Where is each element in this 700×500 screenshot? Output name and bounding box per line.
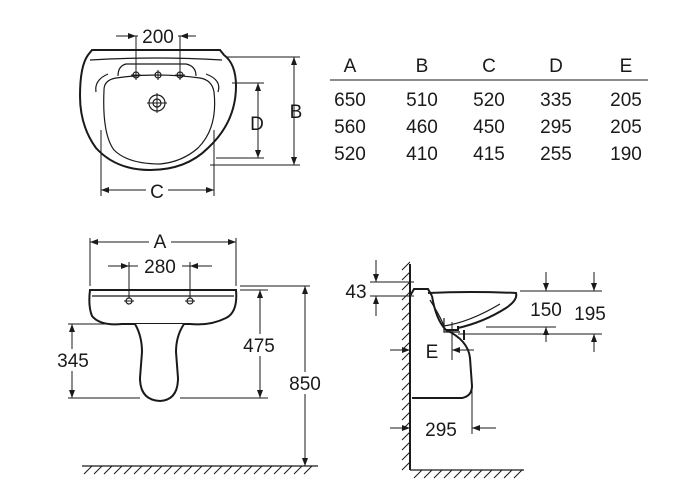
dim-295: 295	[390, 386, 496, 441]
table-cell: 190	[610, 144, 642, 165]
dim-280-label: 280	[144, 257, 176, 278]
dim-195: 195	[458, 272, 606, 352]
dimension-table: A B C D E 650 510 520 335 205 560 460 45…	[330, 56, 648, 165]
dim-a-label: A	[154, 232, 167, 253]
dim-c-width: C	[100, 130, 215, 203]
table-header-b: B	[416, 56, 429, 77]
table-cell: 295	[540, 117, 572, 138]
table-cell: 520	[473, 90, 505, 111]
table-cell: 205	[610, 90, 642, 111]
table-cell: 520	[334, 144, 366, 165]
table-cell: 460	[406, 117, 438, 138]
table-header-e: E	[620, 56, 633, 77]
table-cell: 410	[406, 144, 438, 165]
dim-345-pedestal: 345	[52, 323, 140, 399]
table-cell: 450	[473, 117, 505, 138]
top-view-drain	[147, 93, 167, 113]
table-header-d: D	[549, 56, 563, 77]
dim-850-total: 850	[240, 285, 326, 466]
dim-195-label: 195	[574, 304, 606, 325]
dim-475-label: 475	[243, 336, 275, 357]
dim-345-label: 345	[57, 351, 89, 372]
dim-43: 43	[345, 260, 414, 316]
side-floor	[410, 469, 524, 479]
dim-e: E	[390, 322, 474, 363]
dim-b-label: B	[290, 102, 303, 123]
dim-200-tap-spacing: 200	[116, 26, 196, 70]
dim-150: 150	[486, 272, 562, 342]
dim-295-label: 295	[425, 420, 457, 441]
table-cell: 560	[334, 117, 366, 138]
side-view-pedestal	[412, 329, 474, 399]
dim-e-label: E	[426, 342, 439, 363]
dim-43-label: 43	[345, 282, 366, 303]
table-cell: 205	[610, 117, 642, 138]
top-view-basin	[78, 49, 238, 172]
dim-d-label: D	[250, 114, 264, 135]
dim-c-label: C	[150, 182, 164, 203]
table-cell: 650	[334, 90, 366, 111]
table-header-a: A	[344, 56, 357, 77]
dim-150-label: 150	[530, 300, 562, 321]
dim-280-hole-spacing: 280	[108, 255, 212, 298]
dim-200-label: 200	[142, 27, 174, 48]
table-cell: 255	[540, 144, 572, 165]
front-view-basin	[88, 289, 238, 326]
table-header-c: C	[482, 56, 496, 77]
dim-d: D	[216, 82, 264, 159]
side-wall	[401, 261, 411, 471]
dim-a-front-width: A	[89, 229, 237, 286]
table-cell: 335	[540, 90, 572, 111]
top-view-tap-holes	[131, 70, 185, 80]
dim-b-depth: B	[210, 56, 303, 166]
table-cell: 510	[406, 90, 438, 111]
front-floor	[82, 465, 318, 475]
table-cell: 415	[473, 144, 505, 165]
front-view-pedestal	[134, 323, 185, 403]
side-view-basin	[409, 288, 518, 333]
dim-475-rim: 475	[180, 289, 280, 399]
dim-850-label: 850	[289, 374, 321, 395]
